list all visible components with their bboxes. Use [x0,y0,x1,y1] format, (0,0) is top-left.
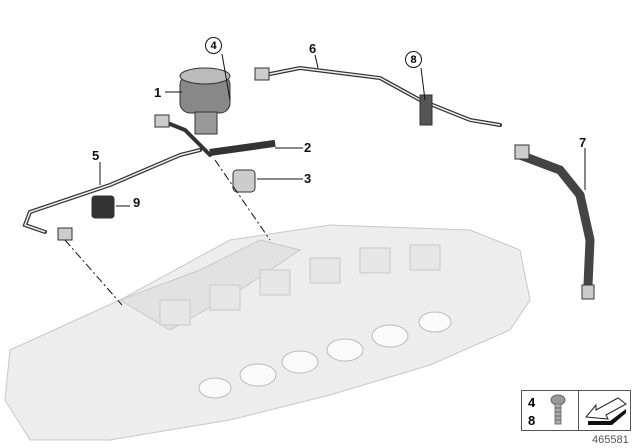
callout-6: 6 [309,41,317,56]
callout-3: 3 [304,171,312,186]
leader-lines [64,53,586,306]
callout-4: 4 [205,37,222,54]
arrow-icon [585,397,627,425]
callout-7: 7 [579,135,587,150]
legend-item-4: 4 [528,395,536,410]
callout-5: 5 [92,148,100,163]
high-pressure-pump [57,67,595,300]
callout-9: 9 [133,195,141,210]
legend-box: 4 8 [521,390,631,431]
callout-8: 8 [405,51,422,68]
document-number: 465581 [592,434,629,446]
cylinder-head [4,224,531,441]
callout-1: 1 [154,85,162,100]
callout-2: 2 [304,140,312,155]
legend-divider [578,391,579,430]
screw-icon [550,394,566,425]
legend-item-8: 8 [528,413,536,428]
fuel-lines-inner [24,67,501,233]
